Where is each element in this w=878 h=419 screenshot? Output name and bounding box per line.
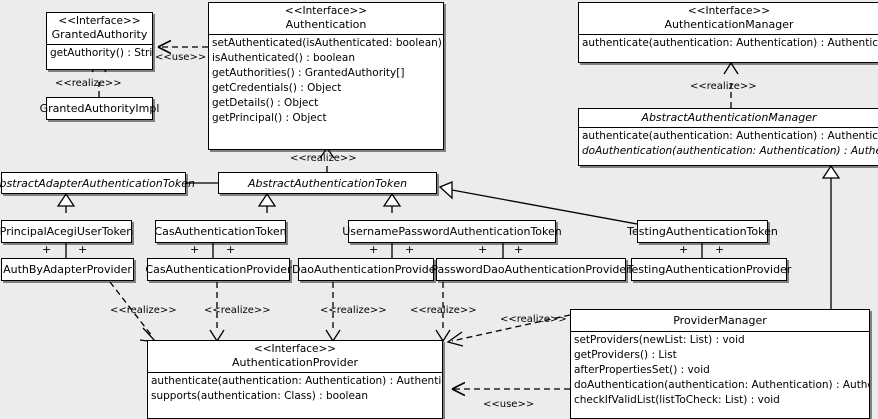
assoc-plus-cas-right: + — [226, 243, 236, 256]
class-authentication-manager-header: <<Interface>> AuthenticationManager — [579, 3, 878, 34]
assoc-plus-testing-right: + — [715, 243, 725, 256]
class-authentication-provider-header: <<Interface>> AuthenticationProvider — [148, 341, 442, 372]
edge-testingtoken-extends-abstractauthenticationtoken — [438, 181, 638, 225]
operation-isauthenticated: isAuthenticated() : boolean — [212, 52, 355, 64]
class-cas-authentication-token[interactable]: CasAuthenticationToken — [154, 220, 287, 243]
class-auth-by-adapter-provider[interactable]: AuthByAdapterProvider — [1, 258, 134, 281]
class-testing-authentication-token[interactable]: TestingAuthenticationToken — [627, 220, 778, 243]
operation-supports: supports(authentication: Class) : boolea… — [151, 390, 368, 402]
class-principal-acegi-user-token-name: PrincipalAcegiUserToken — [0, 225, 134, 238]
class-granted-authority-operations: getAuthority() : String — [47, 44, 152, 62]
class-authentication[interactable]: <<Interface>> Authentication setAuthenti… — [208, 2, 444, 150]
operation-getauthorities: getAuthorities() : GrantedAuthority[] — [212, 67, 405, 79]
edge-castoken-extends-abstractauthenticationtoken — [257, 192, 277, 213]
class-testing-authentication-token-name: TestingAuthenticationToken — [627, 225, 778, 238]
class-authentication-provider[interactable]: <<Interface>> AuthenticationProvider aut… — [147, 340, 443, 419]
operation-afterpropertiesset: afterPropertiesSet() : void — [574, 364, 710, 376]
label-realize-provider-manager: <<realize>> — [500, 314, 567, 325]
class-testing-authentication-provider-name: TestingAuthenticationProvider — [626, 263, 792, 276]
operation-authenticate: authenticate(authentication: Authenticat… — [582, 130, 878, 142]
class-cas-authentication-provider-name: CasAuthenticationProvider — [145, 263, 292, 276]
edge-usernamepasswordtoken-extends-abstractauthenticationtoken — [382, 192, 402, 213]
label-use-provider-manager: <<use>> — [483, 399, 535, 410]
class-granted-authority[interactable]: <<Interface>> GrantedAuthority getAuthor… — [46, 12, 153, 70]
class-granted-authority-header: <<Interface>> GrantedAuthority — [47, 13, 152, 44]
class-granted-authority-stereotype: <<Interface>> — [58, 15, 141, 27]
operation-doauthentication: doAuthentication(authentication: Authent… — [574, 379, 869, 391]
class-authentication-manager-name: AuthenticationManager — [664, 18, 794, 31]
class-password-dao-authentication-provider-name: PasswordDaoAuthenticationProvider — [431, 263, 631, 276]
class-authentication-header: <<Interface>> Authentication — [209, 3, 443, 34]
class-authentication-operations: setAuthenticated(isAuthenticated: boolea… — [209, 34, 443, 127]
class-cas-authentication-provider[interactable]: CasAuthenticationProvider — [145, 258, 292, 281]
class-dao-authentication-provider-name: DaoAuthenticationProvider — [292, 263, 440, 276]
class-abstract-authentication-manager-header: AbstractAuthenticationManager — [579, 109, 878, 127]
operation-getproviders: getProviders() : List — [574, 349, 677, 361]
class-dao-authentication-provider[interactable]: DaoAuthenticationProvider — [292, 258, 440, 281]
class-abstract-authentication-manager[interactable]: AbstractAuthenticationManager authentica… — [578, 108, 878, 166]
assoc-plus-dao-right: + — [405, 243, 415, 256]
class-provider-manager-name: ProviderManager — [673, 314, 767, 327]
class-authentication-manager-stereotype: <<Interface>> — [687, 5, 771, 17]
class-authentication-manager[interactable]: <<Interface>> AuthenticationManager auth… — [578, 2, 878, 63]
class-authentication-name: Authentication — [285, 18, 367, 31]
class-principal-acegi-user-token[interactable]: PrincipalAcegiUserToken — [0, 220, 134, 243]
class-authentication-manager-operations: authenticate(authentication: Authenticat… — [579, 34, 878, 52]
assoc-plus-dao-left: + — [369, 243, 379, 256]
class-abstract-adapter-authentication-token-name: AbstractAdapterAuthenticationToken — [0, 176, 195, 190]
edge-providermanager-extends-abstractauthenticationmanager — [821, 164, 841, 309]
edge-principaltoken-extends-abstractadapter — [56, 192, 76, 213]
class-abstract-authentication-token[interactable]: AbstractAuthenticationToken — [218, 172, 437, 194]
class-auth-by-adapter-provider-name: AuthByAdapterProvider — [3, 263, 132, 276]
operation-getcredentials: getCredentials() : Object — [212, 82, 342, 94]
label-realize-cas-provider: <<realize>> — [204, 305, 271, 316]
class-abstract-authentication-manager-name: AbstractAuthenticationManager — [641, 111, 817, 124]
operation-getdetails: getDetails() : Object — [212, 97, 319, 109]
assoc-plus-testing-left: + — [679, 243, 689, 256]
operation-checkifvalidlist: checkIfValidList(listToCheck: List) : vo… — [574, 394, 780, 406]
label-realize-dao-provider: <<realize>> — [320, 305, 387, 316]
class-username-password-authentication-token[interactable]: UsernamePasswordAuthenticationToken — [342, 220, 562, 243]
label-realize-abstract-authentication-manager: <<realize>> — [690, 81, 757, 92]
class-authentication-provider-stereotype: <<Interface>> — [253, 343, 337, 355]
class-password-dao-authentication-provider[interactable]: PasswordDaoAuthenticationProvider — [431, 258, 631, 281]
class-provider-manager-header: ProviderManager — [571, 310, 869, 331]
label-realize-abstract-authentication-token: <<realize>> — [290, 153, 357, 164]
operation-getprincipal: getPrincipal() : Object — [212, 112, 327, 124]
class-testing-authentication-provider[interactable]: TestingAuthenticationProvider — [627, 258, 791, 281]
operation-authenticate: authenticate(authentication: Authenticat… — [151, 375, 442, 387]
label-use-granted-authority: <<use>> — [155, 52, 207, 63]
class-abstract-adapter-authentication-token[interactable]: AbstractAdapterAuthenticationToken — [0, 172, 195, 194]
operation-authenticate: authenticate(authentication: Authenticat… — [582, 37, 878, 49]
class-provider-manager-operations: setProviders(newList: List) : void getPr… — [571, 331, 869, 409]
class-username-password-authentication-token-name: UsernamePasswordAuthenticationToken — [342, 225, 562, 238]
class-provider-manager[interactable]: ProviderManager setProviders(newList: Li… — [570, 309, 870, 419]
assoc-plus-cas-left: + — [190, 243, 200, 256]
assoc-plus-principal-right: + — [78, 243, 88, 256]
class-abstract-authentication-token-name: AbstractAuthenticationToken — [247, 176, 408, 190]
label-realize-granted-authority-impl: <<realize>> — [55, 78, 122, 89]
assoc-plus-passworddao-right: + — [514, 243, 524, 256]
label-realize-auth-by-adapter: <<realize>> — [110, 305, 177, 316]
label-realize-password-dao-provider: <<realize>> — [410, 305, 477, 316]
operation-setproviders: setProviders(newList: List) : void — [574, 334, 745, 346]
assoc-plus-principal-left: + — [42, 243, 52, 256]
operation-getauthority: getAuthority() : String — [50, 47, 152, 59]
class-granted-authority-name: GrantedAuthority — [51, 28, 148, 41]
class-authentication-provider-operations: authenticate(authentication: Authenticat… — [148, 372, 442, 405]
class-authentication-stereotype: <<Interface>> — [284, 5, 368, 17]
class-authentication-provider-name: AuthenticationProvider — [231, 356, 359, 369]
class-granted-authority-impl[interactable]: GrantedAuthorityImpl — [40, 97, 159, 120]
operation-doauthentication: doAuthentication(authentication: Authent… — [582, 145, 878, 157]
class-cas-authentication-token-name: CasAuthenticationToken — [154, 225, 287, 238]
class-abstract-authentication-manager-operations: authenticate(authentication: Authenticat… — [579, 127, 878, 160]
assoc-plus-passworddao-left: + — [478, 243, 488, 256]
class-granted-authority-impl-name: GrantedAuthorityImpl — [39, 102, 160, 115]
operation-setauthenticated: setAuthenticated(isAuthenticated: boolea… — [212, 37, 443, 49]
